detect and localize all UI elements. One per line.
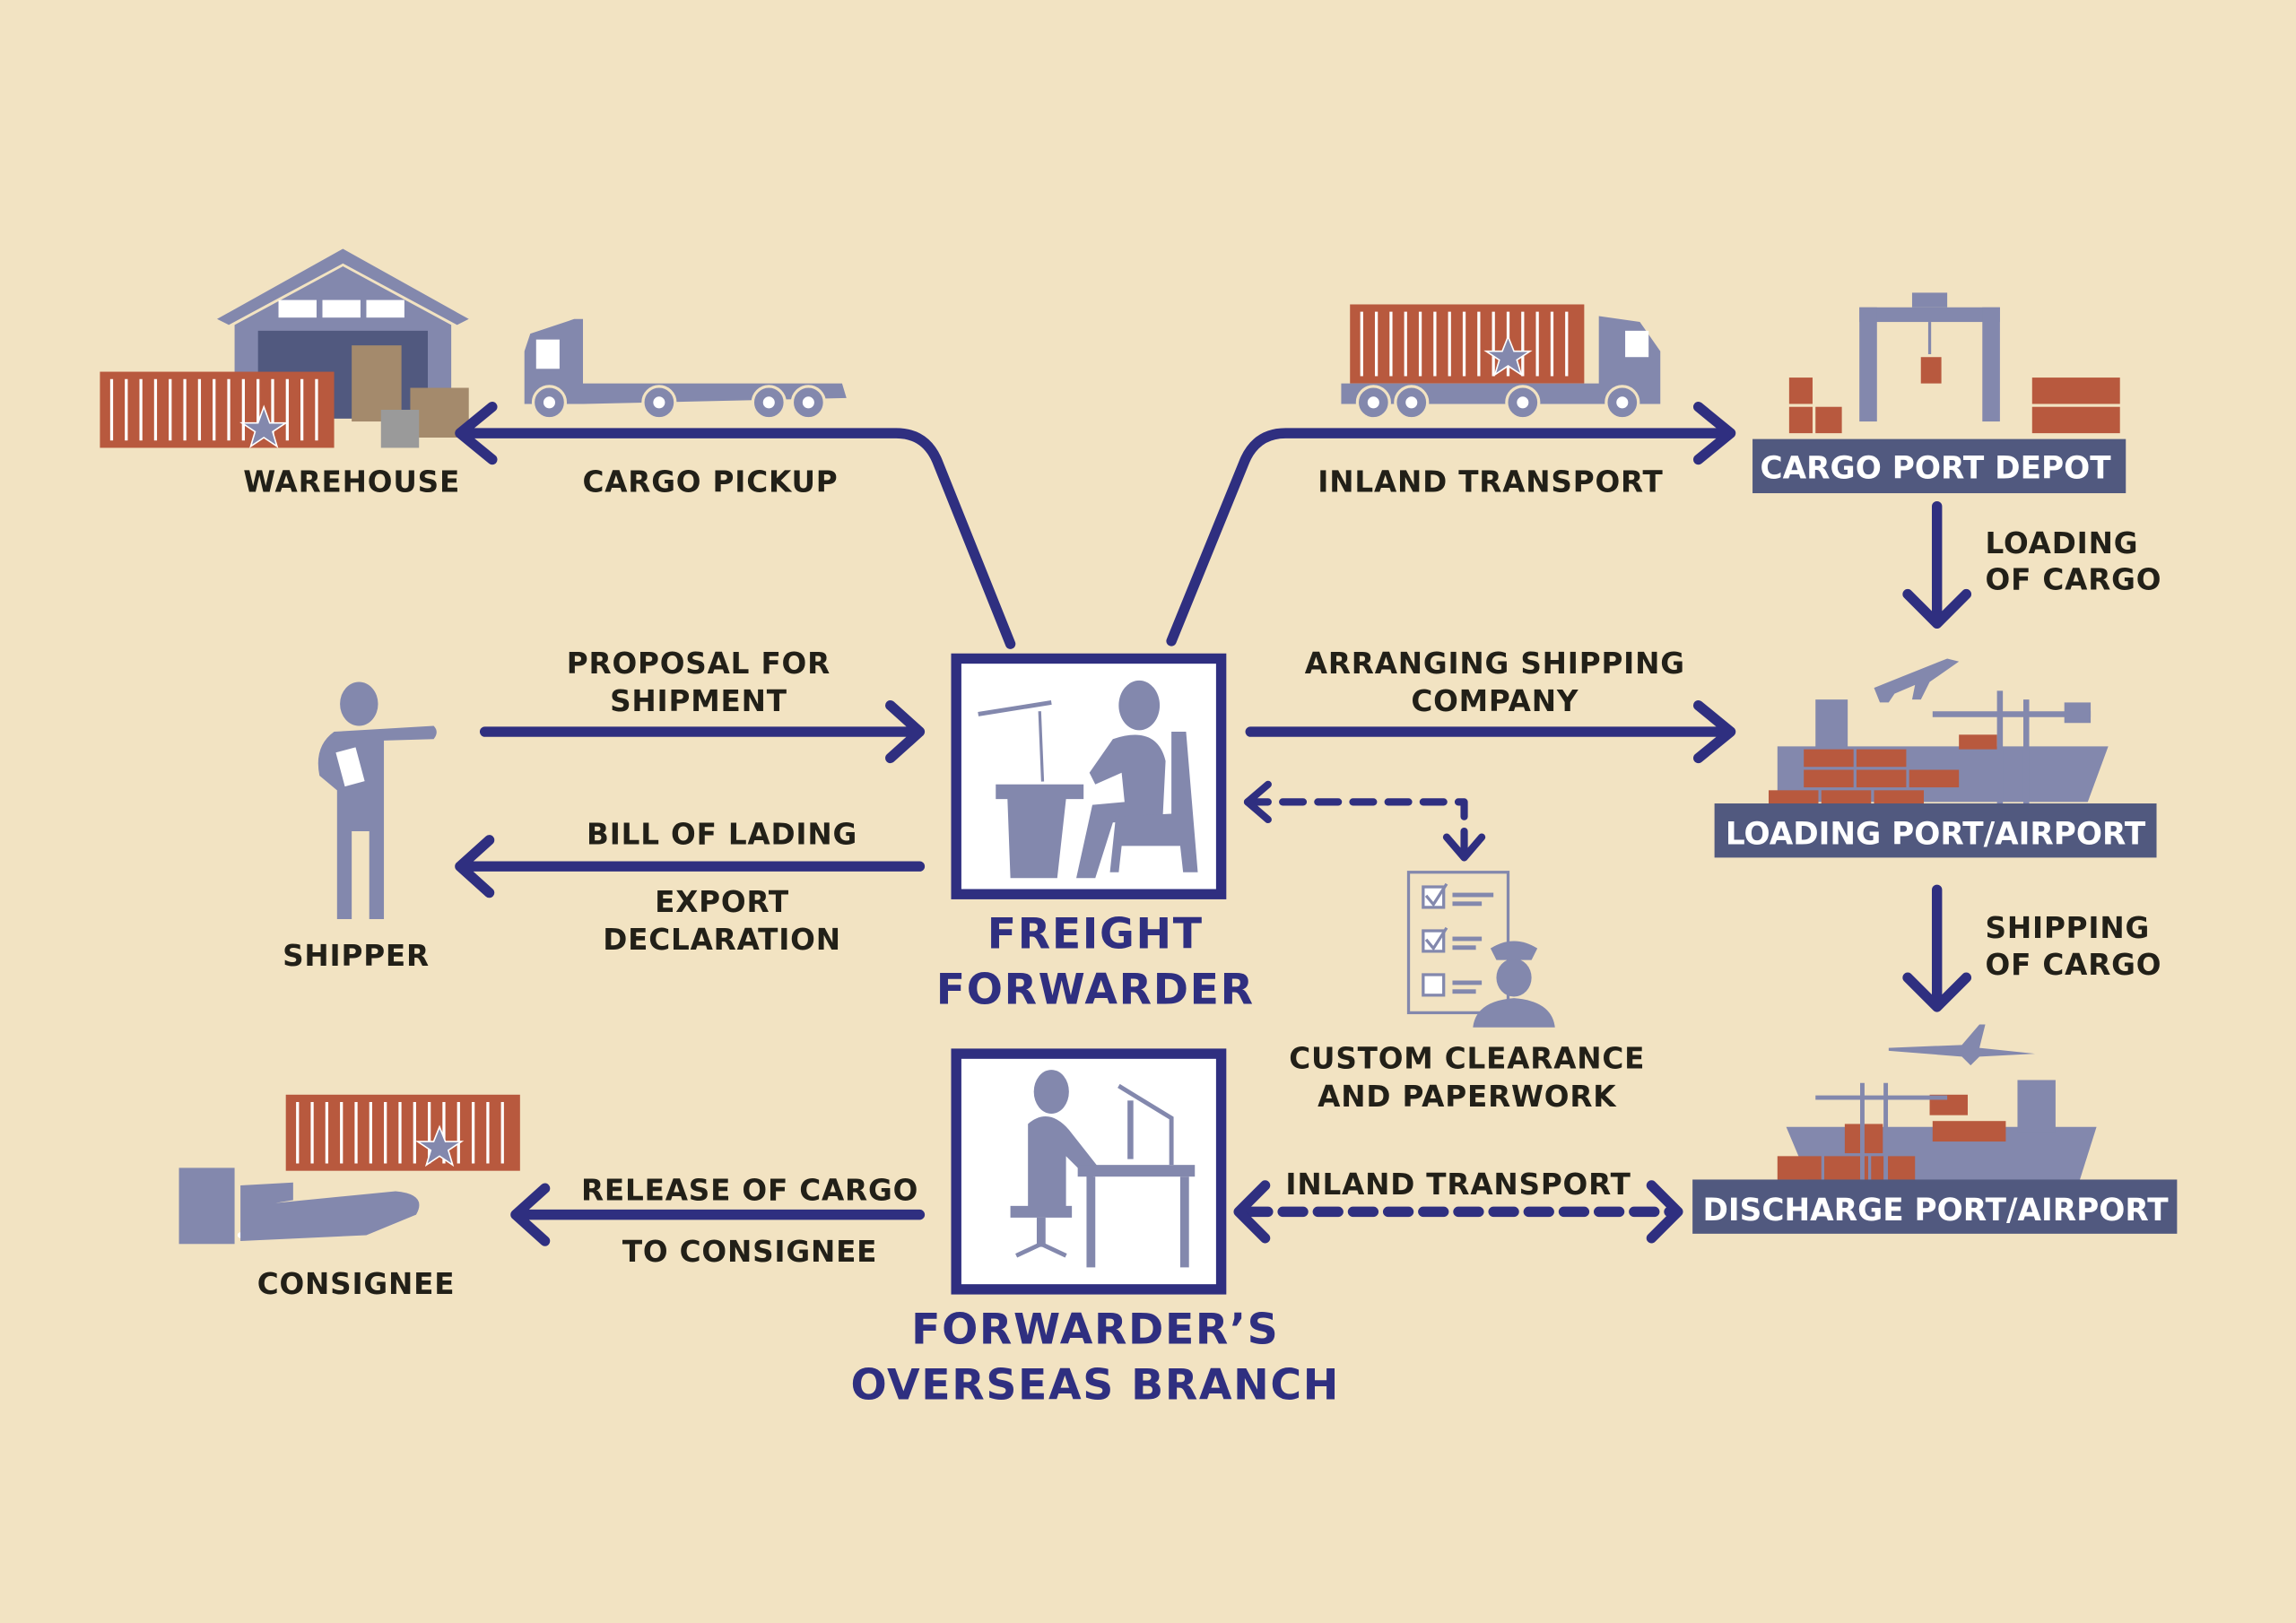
warehouse-icon: [100, 248, 469, 448]
customs-link-arrowhead-left: [1243, 780, 1272, 824]
inland-transport-bottom-arrowhead-right: [1646, 1180, 1683, 1244]
customs-label-line1: CUSTOM CLEARANCE: [1289, 1041, 1645, 1075]
overseas-branch-title-line2: OVERSEAS BRANCH: [850, 1360, 1340, 1410]
export-declaration-line1: EXPORT: [655, 885, 789, 919]
shipping-label-line1: SHIPPING: [1986, 911, 2151, 945]
proposal-label-line1: PROPOSAL FOR: [567, 647, 831, 681]
ship-plane-icon-discharge: [1777, 1024, 2097, 1183]
warehouse-label: WAREHOUSE: [243, 464, 460, 499]
gantry-crane-icon: [1788, 292, 2120, 434]
cargo-pickup-arrow: [455, 402, 1016, 649]
inland-transport-top-label: INLAND TRANSPORT: [1318, 464, 1663, 499]
cargo-port-depot-box: [1752, 438, 2126, 494]
release-label-line2: TO CONSIGNEE: [622, 1235, 877, 1269]
overseas-branch-title-line1: FORWARDER’S: [911, 1305, 1279, 1354]
loading-of-cargo-arrow: [1902, 500, 1972, 629]
loading-port-label: LOADING PORT/AIRPORT: [1726, 817, 2146, 853]
customs-officer-icon: [1406, 871, 1555, 1028]
office-worker-icon: [978, 680, 1198, 879]
inland-transport-bottom-arrowhead-left: [1233, 1180, 1271, 1244]
hand-container-icon: [178, 1094, 520, 1245]
shipper-label: SHIPPER: [283, 939, 430, 973]
cargo-pickup-label: CARGO PICKUP: [582, 464, 838, 499]
inland-transport-top-arrow: [1166, 402, 1736, 647]
customs-link-arrow: [1243, 798, 1468, 855]
bill-of-lading-arrow: [455, 835, 926, 898]
consignee-label: CONSIGNEE: [257, 1267, 456, 1301]
freight-forwarder-title-line1: FREIGHT: [987, 910, 1204, 959]
proposal-arrow: [479, 699, 926, 764]
loading-label-line2: OF CARGO: [1986, 563, 2162, 597]
release-label-line1: RELEASE OF CARGO: [581, 1173, 918, 1207]
shipping-of-cargo-arrow: [1902, 884, 1972, 1012]
ship-plane-icon: [1769, 658, 2109, 805]
arranging-label-line1: ARRANGING SHIPPING: [1305, 647, 1685, 681]
bill-of-lading-label: BILL OF LADING: [587, 818, 857, 852]
person-icon: [317, 681, 437, 919]
shipping-label-line2: OF CARGO: [1986, 948, 2162, 982]
flatbed-truck-icon: [524, 318, 847, 421]
cargo-port-depot-label: CARGO PORT DEPOT: [1761, 451, 2112, 487]
arranging-label-line2: COMPANY: [1411, 684, 1578, 718]
freight-forwarder-title-line2: FORWARDER: [936, 966, 1255, 1015]
discharge-port-label: DISCHARGE PORT/AIRPORT: [1702, 1193, 2169, 1228]
customs-label-line2: AND PAPERWORK: [1318, 1080, 1617, 1114]
proposal-label-line2: SHIPMENT: [610, 684, 787, 718]
loading-label-line1: LOADING: [1986, 526, 2139, 560]
arranging-shipping-arrow: [1245, 699, 1736, 764]
container-truck-icon: [1341, 304, 1661, 421]
discharge-port-box: [1692, 1179, 2178, 1234]
loading-port-box: [1714, 803, 2157, 858]
customs-link-arrowhead-down: [1442, 833, 1486, 862]
inland-transport-bottom-label: INLAND TRANSPORT: [1285, 1167, 1631, 1202]
export-declaration-line2: DECLARATION: [603, 923, 841, 957]
desk-worker-icon: [1010, 1070, 1196, 1268]
release-of-cargo-arrow: [510, 1183, 926, 1246]
